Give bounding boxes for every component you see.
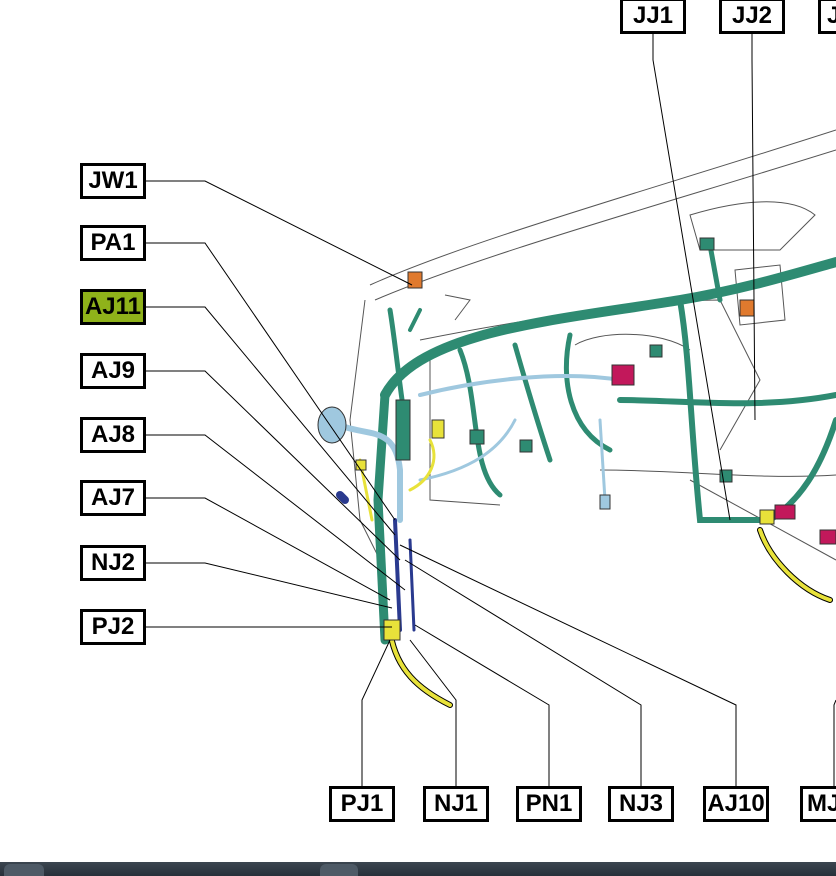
label-aj8[interactable]: AJ8 [80, 417, 146, 453]
label-jw1[interactable]: JW1 [80, 163, 146, 199]
label-aj11[interactable]: AJ11 [80, 289, 146, 325]
label-mj-partial[interactable]: MJ [800, 786, 836, 822]
label-aj9[interactable]: AJ9 [80, 353, 146, 389]
dashboard-outline [349, 129, 836, 561]
label-nj3[interactable]: NJ3 [608, 786, 674, 822]
label-jj1[interactable]: JJ1 [620, 0, 686, 34]
label-jj2[interactable]: JJ2 [719, 0, 785, 34]
label-jj3-partial[interactable]: J [818, 0, 836, 34]
yellow-harness [358, 438, 833, 708]
label-aj10[interactable]: AJ10 [703, 786, 769, 822]
connectors [355, 237, 836, 641]
blue-grommet [317, 406, 347, 444]
leader-lines [146, 34, 836, 786]
light-blue-harness [327, 373, 622, 523]
label-pj1[interactable]: PJ1 [329, 786, 395, 822]
label-pa1[interactable]: PA1 [80, 225, 146, 261]
label-pj2[interactable]: PJ2 [80, 609, 146, 645]
navy-harness [336, 491, 416, 632]
taskbar-start-button[interactable] [4, 864, 44, 876]
main-harness [373, 242, 836, 645]
taskbar [0, 862, 836, 876]
label-nj2[interactable]: NJ2 [80, 545, 146, 581]
label-pn1[interactable]: PN1 [516, 786, 582, 822]
taskbar-window-button[interactable] [320, 864, 358, 876]
label-nj1[interactable]: NJ1 [423, 786, 489, 822]
label-aj7[interactable]: AJ7 [80, 480, 146, 516]
